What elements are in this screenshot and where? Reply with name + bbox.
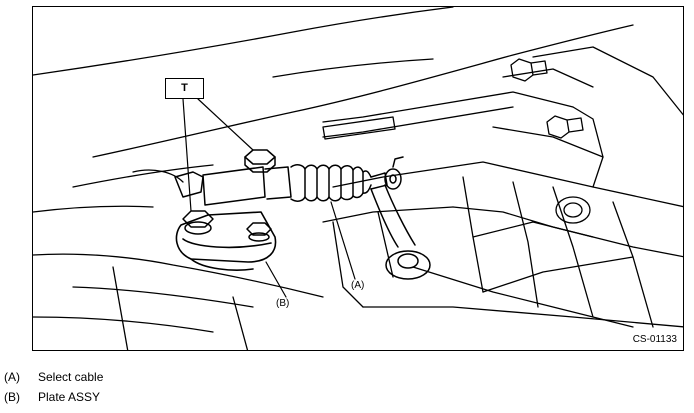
torque-label-box: T — [165, 78, 204, 99]
legend-text: Select cable — [38, 370, 104, 384]
callout-a: (A) — [351, 280, 365, 291]
select-lever — [370, 184, 431, 280]
leader-lines — [182, 98, 356, 298]
select-cable-illustration — [33, 7, 683, 350]
figure-code: CS-01133 — [632, 334, 677, 345]
figure-frame: T (B) (A) CS-01133 — [32, 6, 684, 351]
housing-bolts — [510, 58, 584, 139]
torque-label: T — [181, 82, 188, 94]
plate-bolts — [182, 149, 276, 242]
legend-item: (B) Plate ASSY — [4, 387, 103, 407]
legend-key: (B) — [4, 390, 20, 404]
callout-b: (B) — [276, 298, 290, 309]
legend-text: Plate ASSY — [38, 390, 101, 404]
transmission-housing — [322, 46, 683, 328]
legend-item: (A) Select cable — [4, 367, 103, 387]
body-panel-lines — [33, 7, 634, 188]
legend: (A) Select cable (B) Plate ASSY — [4, 367, 103, 407]
plate-assy — [175, 211, 277, 271]
select-cable — [174, 156, 404, 206]
legend-key: (A) — [4, 370, 20, 384]
floor-structure — [33, 169, 324, 350]
